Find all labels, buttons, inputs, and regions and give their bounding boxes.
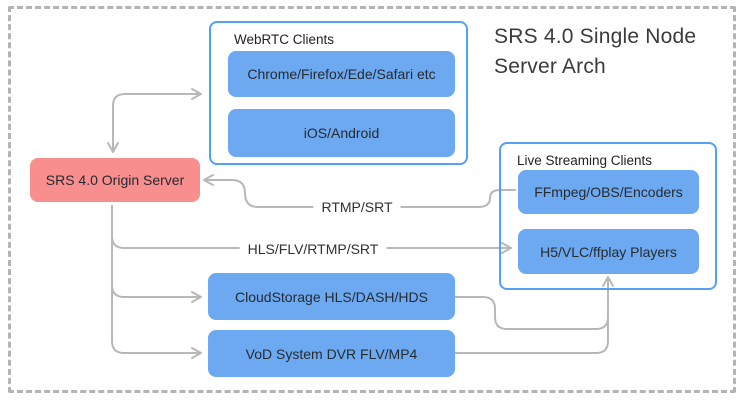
node-origin-server-label: SRS 4.0 Origin Server <box>45 172 185 188</box>
node-players-label: H5/VLC/ffplay Players <box>540 243 677 260</box>
edge-label-hls-flv-rtmp-srt: HLS/FLV/RTMP/SRT <box>239 241 387 257</box>
diagram-title: SRS 4.0 Single Node Server Arch <box>494 25 697 78</box>
node-vod-system-label: VoD System DVR FLV/MP4 <box>245 345 418 362</box>
node-cloudstorage-label: CloudStorage HLS/DASH/HDS <box>235 288 428 305</box>
node-encoders: FFmpeg/OBS/Encoders <box>518 170 699 214</box>
node-webrtc-mobile: iOS/Android <box>228 109 455 157</box>
node-origin-server: SRS 4.0 Origin Server <box>30 158 200 202</box>
node-webrtc-browsers: Chrome/Firefox/Ede/Safari etc <box>228 51 455 97</box>
edge-label-rtmp-srt: RTMP/SRT <box>313 199 401 215</box>
node-vod-system: VoD System DVR FLV/MP4 <box>208 330 455 377</box>
diagram-outer-frame <box>8 6 736 393</box>
node-encoders-label: FFmpeg/OBS/Encoders <box>534 184 683 200</box>
node-webrtc-browsers-label: Chrome/Firefox/Ede/Safari etc <box>247 66 436 82</box>
group-live-label: Live Streaming Clients <box>517 153 653 168</box>
node-webrtc-mobile-label: iOS/Android <box>303 125 380 141</box>
node-players: H5/VLC/ffplay Players <box>518 229 699 274</box>
group-webrtc-clients: WebRTC Clients Chrome/Firefox/Ede/Safari… <box>209 21 468 165</box>
group-live-streaming-clients: Live Streaming Clients FFmpeg/OBS/Encode… <box>499 142 717 290</box>
node-cloudstorage: CloudStorage HLS/DASH/HDS <box>208 273 455 320</box>
group-webrtc-label: WebRTC Clients <box>234 32 335 47</box>
